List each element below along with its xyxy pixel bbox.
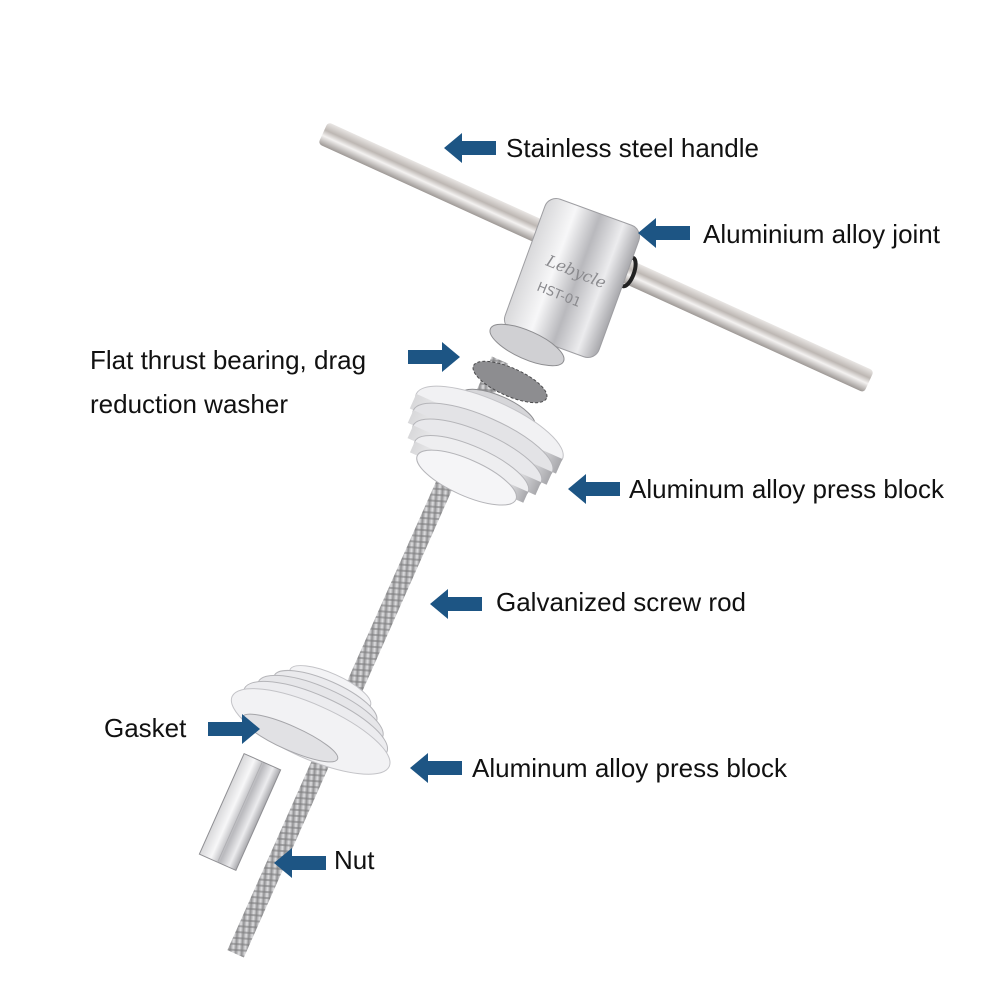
label-galvanized-screw-rod: Galvanized screw rod [496,587,746,617]
arrow-left-icon [568,474,620,504]
label-aluminium-alloy-joint: Aluminium alloy joint [703,219,940,249]
arrow-left-icon [274,848,326,878]
arrow-left-icon [444,133,496,163]
arrow-right-icon [208,714,260,744]
arrow-left-icon [638,218,690,248]
arrow-left-icon [410,753,462,783]
label-flat-thrust-bearing: Flat thrust bearing, drag reduction wash… [90,345,367,419]
label-nut: Nut [334,845,375,875]
arrow-right-icon [408,342,460,372]
label-aluminum-alloy-press-block-top: Aluminum alloy press block [629,474,945,504]
label-gasket: Gasket [104,713,187,743]
label-aluminum-alloy-press-block-bottom: Aluminum alloy press block [472,753,788,783]
label-stainless-steel-handle: Stainless steel handle [506,133,759,163]
arrow-left-icon [430,589,482,619]
